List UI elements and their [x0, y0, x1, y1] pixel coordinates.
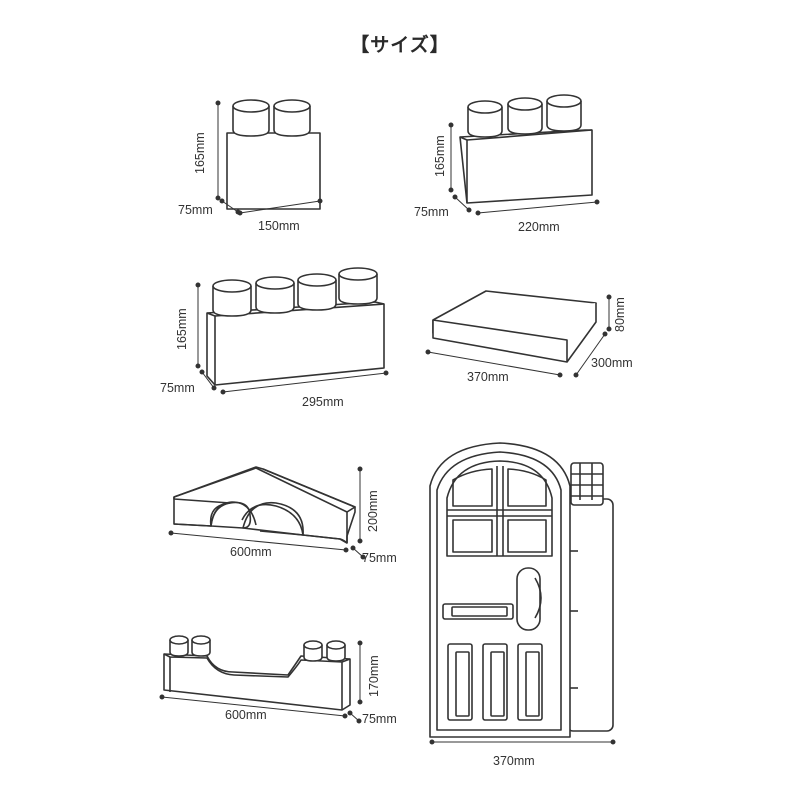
page-title: 【サイズ】 [350, 34, 450, 56]
block-2stud-width-label: 150mm [258, 219, 300, 233]
curved-base-block-depth-label: 75mm [362, 712, 397, 726]
curved-base-block-width-label: 600mm [225, 708, 267, 722]
block-3stud-depth-label: 75mm [414, 205, 449, 219]
block-4stud-depth-label: 75mm [160, 381, 195, 395]
door-panel-width-label: 370mm [493, 754, 535, 768]
bridge-block-width-label: 600mm [230, 545, 272, 559]
flat-panel-width-label: 370mm [467, 370, 509, 384]
block-2stud-depth-label: 75mm [178, 203, 213, 217]
block-3stud-width-label: 220mm [518, 220, 560, 234]
flat-panel-depth-label: 300mm [591, 356, 633, 370]
block-4stud-width-label: 295mm [302, 395, 344, 409]
bridge-block-depth-label: 75mm [362, 551, 397, 565]
